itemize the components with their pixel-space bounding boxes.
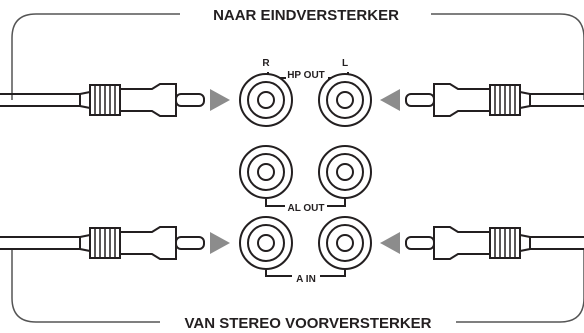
bottom-frame-line xyxy=(11,250,160,323)
hp-out-r-label: R xyxy=(262,58,270,69)
hp-out-label: HP OUT xyxy=(287,70,325,81)
plug-bottom-right xyxy=(379,226,584,260)
bottom-label: VAN STEREO VOORVERSTERKER xyxy=(185,315,432,332)
hp-out-r-jack xyxy=(239,73,293,127)
plug-bottom-left xyxy=(0,226,231,260)
al-out-l-jack xyxy=(318,145,372,199)
hp-out-l-jack xyxy=(318,73,372,127)
plug-top-right xyxy=(379,83,584,117)
a-in-r-jack xyxy=(239,216,293,270)
hp-out-l-label: L xyxy=(342,58,348,69)
plug-top-left xyxy=(0,83,231,117)
top-frame-line xyxy=(11,13,180,100)
top-label: NAAR EINDVERSTERKER xyxy=(213,7,399,24)
al-out-label: AL OUT xyxy=(287,203,324,214)
a-in-label: A IN xyxy=(296,274,316,285)
al-out-r-jack xyxy=(239,145,293,199)
bottom-frame-line-right xyxy=(456,250,584,323)
a-in-l-jack xyxy=(318,216,372,270)
